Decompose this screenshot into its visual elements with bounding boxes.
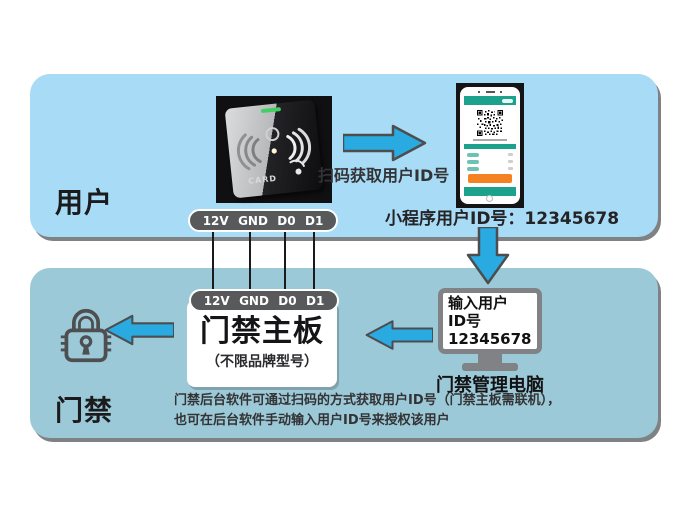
- pin-gnd: GND: [238, 213, 268, 228]
- app-footer-bar: [464, 187, 516, 196]
- reader-signal-arcs-icon: [236, 127, 312, 175]
- footnote-line-2: 也可在后台软件手动输入用户ID号来授权该用户: [174, 413, 450, 428]
- miniprogram-id-text: 小程序用户ID号：12345678: [385, 209, 620, 229]
- arrow-right-icon: [343, 124, 427, 162]
- mainboard-subtitle: （不限品牌型号）: [206, 354, 318, 370]
- pin-d1: D1: [304, 213, 324, 228]
- mainboard-title: 门禁主板: [200, 314, 324, 349]
- phone-image: [456, 83, 524, 208]
- access-section-label: 门禁: [55, 394, 114, 427]
- card-reader-image: CARD: [216, 96, 332, 203]
- app-form-rows: [464, 149, 516, 172]
- pin-d0: D0: [277, 213, 296, 228]
- wire-d0: [284, 229, 286, 293]
- qr-caption-text: [473, 139, 507, 141]
- app-header-bar: [464, 96, 516, 105]
- phone-home-button: [486, 195, 493, 202]
- mainboard-box: 门禁主板 （不限品牌型号）: [187, 300, 337, 387]
- monitor-icon: 输入用户 ID号 12345678: [438, 288, 542, 371]
- pin-d0: D0: [278, 293, 297, 308]
- monitor-base: [462, 363, 518, 371]
- phone-screen: [464, 96, 516, 196]
- user-section-label: 用户: [55, 186, 114, 219]
- app-orange-button: [468, 174, 512, 183]
- footnote-text: 门禁后台软件可通过扫码的方式获取用户ID号（门禁主板需联机）， 也可在后台软件手…: [174, 391, 624, 431]
- phone-speaker-icon: [478, 91, 502, 93]
- lock-icon: [60, 308, 112, 363]
- wire-gnd: [249, 229, 251, 293]
- card-reader-device: CARD: [224, 99, 324, 199]
- pin-gnd: GND: [239, 293, 269, 308]
- arrow-down-icon: [466, 227, 510, 285]
- user-panel: [30, 74, 658, 237]
- mainboard-pin-labels: 12V GND D0 D1: [189, 289, 339, 312]
- pin-12v: 12V: [202, 213, 229, 228]
- monitor-line-2: ID号: [448, 312, 482, 330]
- footnote-line-1: 门禁后台软件可通过扫码的方式获取用户ID号（门禁主板需联机），: [174, 393, 561, 408]
- arrow-left-to-lock-icon: [104, 314, 174, 346]
- qr-code-icon: [477, 110, 503, 136]
- monitor-caption: 门禁管理电脑: [436, 375, 544, 396]
- reader-pin-labels: 12V GND D0 D1: [188, 209, 338, 232]
- scan-caption: 扫码获取用户ID号: [318, 166, 450, 185]
- app-divider-bar: [464, 144, 516, 149]
- arrow-left-to-mainboard-icon: [365, 320, 433, 350]
- monitor-stand: [478, 354, 502, 363]
- monitor-line-3: 12345678: [448, 330, 532, 348]
- wire-d1: [313, 229, 315, 293]
- phone-body: [460, 87, 520, 204]
- access-panel: [30, 268, 658, 438]
- monitor-line-1: 输入用户: [448, 294, 509, 312]
- wire-12v: [212, 229, 214, 293]
- pin-d1: D1: [305, 293, 325, 308]
- pin-12v: 12V: [203, 293, 230, 308]
- monitor-screen: 输入用户 ID号 12345678: [438, 288, 542, 354]
